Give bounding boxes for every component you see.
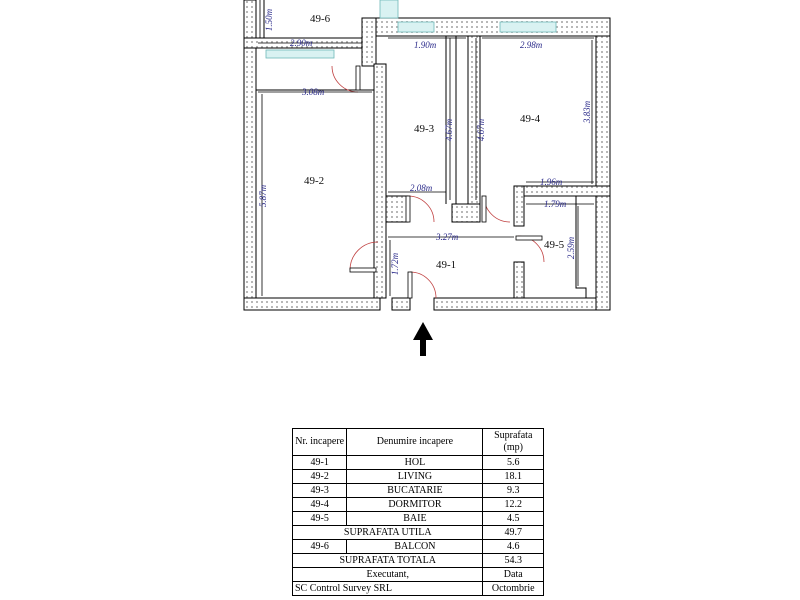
floor-plan: 1.50m 2.90m 3.08m 5.87m 1.90m 2.98m 4.67…: [243, 0, 611, 356]
wall-living-kitchen: [373, 63, 387, 299]
area-table-container: Nr. incapere Denumire incapere Suprafata…: [291, 428, 544, 596]
room-label-49-5: 49-5: [544, 239, 565, 251]
window-balcony: [379, 0, 399, 19]
dim-3-27: 3.27m: [435, 232, 459, 242]
door-bedroom-arc: [483, 195, 511, 223]
window-bedroom: [499, 21, 557, 33]
cell-name: BALCON: [346, 539, 484, 554]
dim-1-96: 1.96m: [540, 177, 563, 187]
dim-1-50: 1.50m: [264, 8, 274, 31]
cell-name: DORMITOR: [346, 497, 484, 512]
room-label-49-2: 49-2: [304, 175, 324, 187]
cell-nr: 49-5: [291, 511, 348, 526]
door-living-leaf: [349, 267, 377, 273]
cell-area: 4.5: [482, 511, 544, 526]
cell-company: SC Control Survey SRL: [291, 581, 484, 596]
entrance-arrow-icon: [413, 322, 433, 356]
dim-3-08: 3.08m: [301, 87, 325, 97]
door-entrance-arc: [409, 271, 437, 299]
door-kitchen-leaf: [405, 195, 411, 223]
dim-2-90: 2.90m: [290, 38, 313, 48]
table-row: 49-5 BAIE 4.5: [291, 511, 544, 526]
wall-bath-left-top: [513, 185, 525, 227]
door-bath-leaf: [515, 235, 543, 241]
wall-bedroom-bottom: [513, 185, 611, 197]
wall-bath-left-bottom: [513, 261, 525, 299]
wall-kitchen-bottom-left: [385, 195, 409, 223]
room-label-49-6: 49-6: [310, 13, 331, 25]
wall-right: [595, 17, 611, 311]
doors: [331, 65, 545, 299]
cell-totala-value: 54.3: [482, 553, 544, 568]
cell-nr: 49-1: [291, 455, 348, 470]
door-bedroom-leaf: [481, 195, 487, 223]
windows: [265, 0, 557, 59]
door-kitchen-arc: [407, 195, 435, 223]
cell-name: HOL: [346, 455, 484, 470]
table-row-utila: SUPRAFATA UTILA 49.7: [291, 525, 544, 540]
cell-utila-label: SUPRAFATA UTILA: [291, 525, 484, 540]
cell-nr: 49-4: [291, 497, 348, 512]
door-entrance-leaf: [407, 271, 413, 299]
door-balcony-arc: [331, 65, 359, 93]
dim-4-67-bedroom: 4.67m: [476, 118, 486, 141]
walls: [243, 0, 611, 311]
table-row: 49-4 DORMITOR 12.2: [291, 497, 544, 512]
table-row-company: SC Control Survey SRL Octombrie: [291, 581, 544, 596]
dim-1-90: 1.90m: [414, 40, 437, 50]
door-balcony-leaf: [355, 65, 361, 91]
cell-totala-label: SUPRAFATA TOTALA: [291, 553, 484, 568]
window-kitchen: [397, 21, 435, 33]
table-row-balcon: 49-6 BALCON 4.6: [291, 539, 544, 554]
cell-area: 4.6: [482, 539, 544, 554]
cell-area: 5.6: [482, 455, 544, 470]
cell-name: LIVING: [346, 469, 484, 484]
cell-nr: 49-3: [291, 483, 348, 498]
dim-2-08: 2.08m: [410, 183, 433, 193]
room-label-49-1: 49-1: [436, 259, 456, 271]
cell-area: 12.2: [482, 497, 544, 512]
cell-month: Octombrie: [482, 581, 544, 596]
table-row-totala: SUPRAFATA TOTALA 54.3: [291, 553, 544, 568]
window-living: [265, 49, 335, 59]
table-row-executant: Executant, Data: [291, 567, 544, 582]
area-table: Nr. incapere Denumire incapere Suprafata…: [291, 428, 544, 596]
table-header-row: Nr. incapere Denumire incapere Suprafata…: [291, 428, 544, 456]
wall-kitchen-bottom-right: [451, 203, 481, 223]
dim-2-59: 2.59m: [566, 236, 576, 259]
door-living-arc: [349, 241, 379, 271]
cell-executant-label: Executant,: [291, 567, 484, 582]
inner-lines: [256, 0, 587, 298]
header-name: Denumire incapere: [346, 428, 484, 456]
cell-name: BUCATARIE: [346, 483, 484, 498]
table-row: 49-1 HOL 5.6: [291, 455, 544, 470]
dim-1-79: 1.79m: [544, 199, 567, 209]
room-label-49-4: 49-4: [520, 113, 541, 125]
cell-utila-value: 49.7: [482, 525, 544, 540]
cell-area: 18.1: [482, 469, 544, 484]
dim-2-98: 2.98m: [520, 40, 543, 50]
cell-nr: 49-2: [291, 469, 348, 484]
cell-nr: 49-6: [291, 539, 348, 554]
cell-name: BAIE: [346, 511, 484, 526]
dim-1-72: 1.72m: [390, 252, 400, 275]
cell-data-label: Data: [482, 567, 544, 582]
table-row: 49-2 LIVING 18.1: [291, 469, 544, 484]
wall-bottom-mid: [391, 297, 411, 311]
header-area: Suprafata (mp): [482, 428, 544, 456]
dim-3-83: 3.83m: [582, 100, 592, 124]
dim-4-67-kitchen: 4.67m: [444, 118, 454, 141]
wall-bottom-right: [433, 297, 611, 311]
dim-5-87: 5.87m: [258, 184, 268, 207]
header-nr: Nr. incapere: [291, 428, 348, 456]
room-label-49-3: 49-3: [414, 123, 435, 135]
dimension-lines: [258, 0, 594, 296]
cell-area: 9.3: [482, 483, 544, 498]
wall-bottom-left: [243, 297, 381, 311]
wall-balcony-right: [361, 17, 377, 67]
table-row: 49-3 BUCATARIE 9.3: [291, 483, 544, 498]
